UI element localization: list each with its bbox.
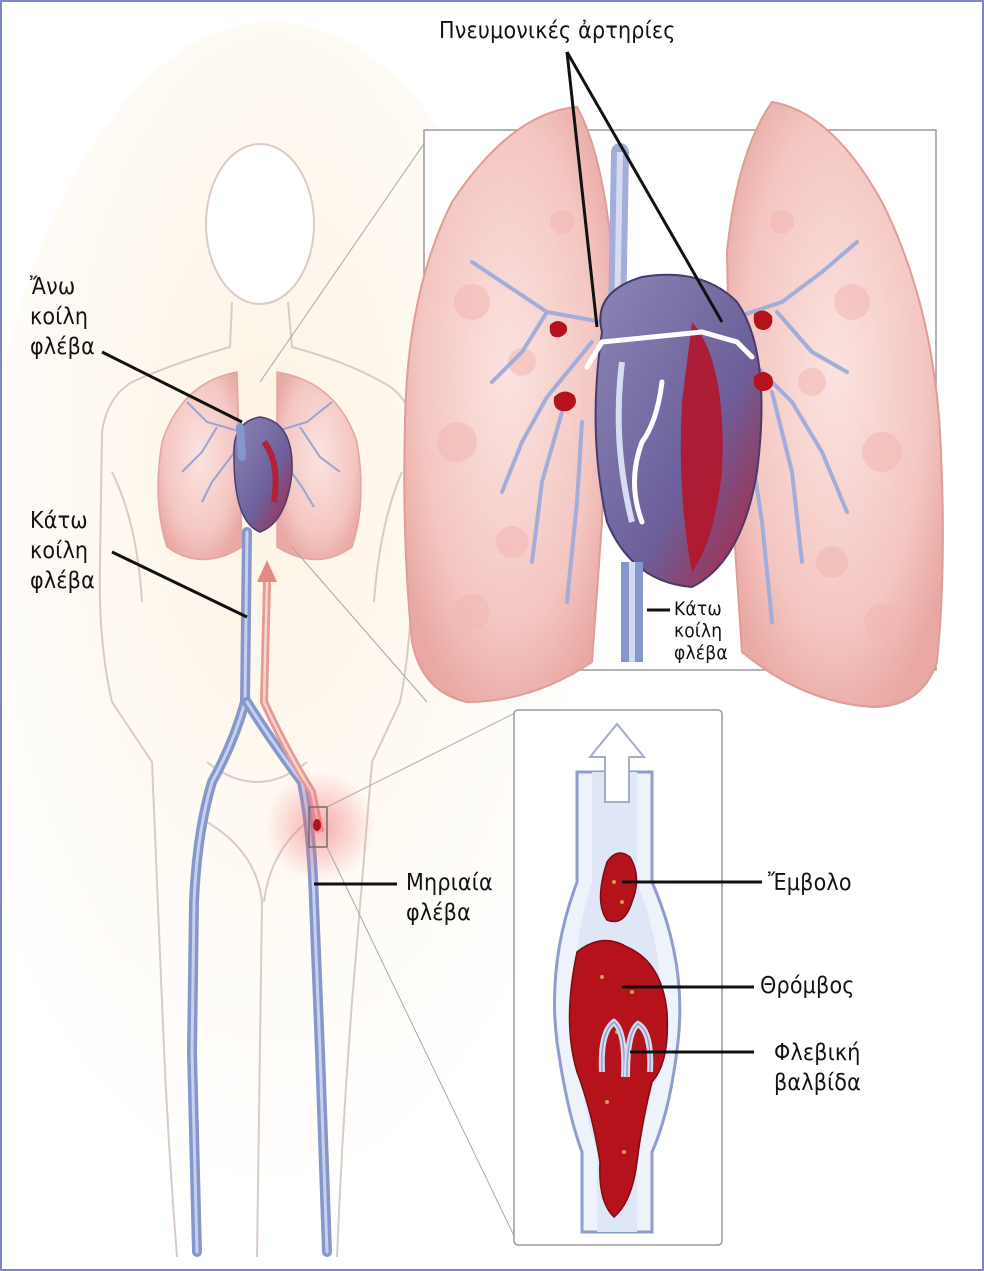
superior-vena-cava-line-2: κοίλη [30, 302, 95, 332]
pulmonary-arteries-text: Πνευμονικές ἀρτηρίες [439, 16, 676, 46]
vein-inset [514, 710, 722, 1245]
label-embolus: Ἔμβολο [768, 868, 852, 898]
label-venous-valve: Φλεβική βαλβίδα [774, 1038, 861, 1098]
inferior-vena-cava-line-2: κοίλη [30, 536, 95, 566]
ivc-inset-line-3: φλέβα [674, 642, 728, 664]
embolus-text: Ἔμβολο [768, 868, 852, 898]
inferior-vena-cava-line-3: φλέβα [30, 566, 95, 596]
label-inferior-vena-cava: Κάτω κοίλη φλέβα [30, 506, 95, 596]
thrombus-text: Θρόμβος [760, 971, 855, 1001]
label-pulmonary-arteries: Πνευμονικές ἀρτηρίες [439, 16, 676, 46]
venous-valve-line-1: Φλεβική [774, 1038, 861, 1068]
superior-vena-cava-line-3: φλέβα [30, 332, 95, 362]
femoral-vein-line-2: φλέβα [406, 898, 493, 928]
ivc-inset-line-2: κοίλη [674, 620, 728, 642]
femoral-vein-line-1: Μηριαία [406, 868, 493, 898]
venous-valve-line-2: βαλβίδα [774, 1068, 861, 1098]
label-femoral-vein: Μηριαία φλέβα [406, 868, 493, 928]
superior-vena-cava-line-1: Ἄνω [30, 272, 95, 302]
label-inferior-vena-cava-inset: Κάτω κοίλη φλέβα [674, 598, 728, 664]
ivc-inset-line-1: Κάτω [674, 598, 728, 620]
inferior-vena-cava-line-1: Κάτω [30, 506, 95, 536]
label-thrombus: Θρόμβος [760, 971, 855, 1001]
label-superior-vena-cava: Ἄνω κοίλη φλέβα [30, 272, 95, 362]
